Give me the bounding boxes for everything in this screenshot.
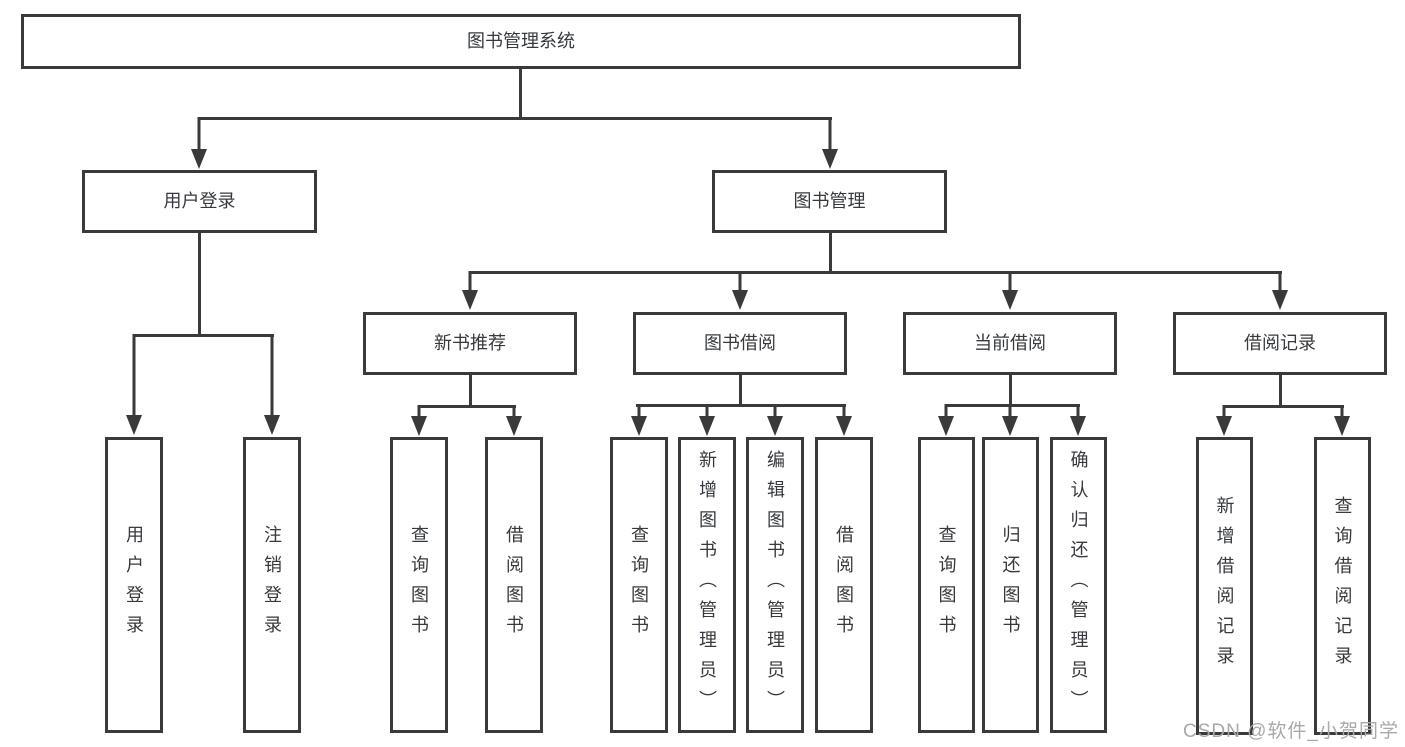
arrow-down-icon <box>631 404 647 436</box>
leaf-label: 编辑图书（管理员） <box>765 450 785 720</box>
arrow-down-icon <box>411 405 427 436</box>
leaf-borrow-edit-books-admin: 编辑图书（管理员） <box>746 437 804 733</box>
arrow-down-icon <box>822 117 838 169</box>
arrow-down-icon <box>767 404 783 436</box>
arrow-down-icon <box>1334 405 1350 436</box>
node-borrow-record: 借阅记录 <box>1173 312 1387 375</box>
node-root-system: 图书管理系统 <box>21 14 1021 69</box>
connector-hline <box>636 404 846 407</box>
watermark: CSDN @软件_小贺同学 <box>1183 721 1399 742</box>
leaf-newbook-query-books: 查询图书 <box>390 437 448 733</box>
leaf-label: 查询图书 <box>629 525 649 645</box>
leaf-record-add-borrow-record: 新增借阅记录 <box>1196 437 1253 735</box>
node-label: 借阅记录 <box>1244 332 1316 353</box>
arrow-down-icon <box>836 404 852 436</box>
connector-vline <box>198 233 201 336</box>
leaf-label: 新增借阅记录 <box>1214 496 1235 676</box>
connector-vline <box>829 233 832 273</box>
node-label: 图书借阅 <box>704 332 776 353</box>
connector-hline <box>418 405 516 408</box>
node-label: 图书管理 <box>793 190 866 211</box>
node-label: 新书推荐 <box>434 332 506 353</box>
arrow-down-icon <box>1272 271 1288 310</box>
leaf-user-login: 用户登录 <box>105 437 163 733</box>
node-book-management: 图书管理 <box>712 170 947 233</box>
leaf-borrow-query-books: 查询图书 <box>610 437 668 733</box>
connector-vline <box>1279 375 1282 407</box>
leaf-label: 注销登录 <box>262 525 282 645</box>
arrow-down-icon <box>699 404 715 436</box>
connector-vline <box>739 375 742 406</box>
arrow-down-icon <box>1002 271 1018 310</box>
leaf-newbook-borrow-books: 借阅图书 <box>485 437 543 733</box>
node-new-book-recommend: 新书推荐 <box>363 312 577 375</box>
leaf-label: 借阅图书 <box>504 525 524 645</box>
leaf-borrow-borrow-books: 借阅图书 <box>815 437 873 733</box>
leaf-current-confirm-return-admin: 确认归还（管理员） <box>1050 437 1107 733</box>
node-current-borrow: 当前借阅 <box>903 312 1117 375</box>
arrow-down-icon <box>126 334 142 435</box>
arrow-down-icon <box>1070 404 1086 436</box>
leaf-label: 借阅图书 <box>834 525 854 645</box>
arrow-down-icon <box>732 271 748 310</box>
node-label: 当前借阅 <box>974 332 1046 353</box>
leaf-current-query-books: 查询图书 <box>918 437 975 733</box>
arrow-down-icon <box>264 334 280 435</box>
connector-hline <box>198 117 832 120</box>
arrow-down-icon <box>938 404 954 436</box>
leaf-label: 查询借阅记录 <box>1332 496 1353 676</box>
leaf-label: 查询图书 <box>409 525 429 645</box>
connector-vline <box>519 69 522 118</box>
arrow-down-icon <box>506 405 522 436</box>
leaf-record-query-borrow-record: 查询借阅记录 <box>1314 437 1371 735</box>
leaf-current-return-books: 归还图书 <box>982 437 1039 733</box>
leaf-borrow-add-books-admin: 新增图书（管理员） <box>678 437 736 733</box>
leaf-label: 确认归还（管理员） <box>1068 450 1089 720</box>
leaf-label: 用户登录 <box>124 525 144 645</box>
arrow-down-icon <box>191 117 207 169</box>
node-label: 图书管理系统 <box>467 30 575 51</box>
leaf-logout-login: 注销登录 <box>243 437 301 733</box>
leaf-label: 归还图书 <box>1000 525 1021 645</box>
leaf-label: 查询图书 <box>936 525 957 645</box>
connector-vline <box>1009 375 1012 406</box>
connector-hline <box>133 334 274 337</box>
node-user-login: 用户登录 <box>82 170 317 233</box>
connector-vline <box>469 375 472 408</box>
arrow-down-icon <box>1002 404 1018 436</box>
connector-hline <box>1223 405 1344 408</box>
leaf-label: 新增图书（管理员） <box>697 450 717 720</box>
arrow-down-icon <box>462 271 478 310</box>
node-label: 用户登录 <box>163 190 236 211</box>
connector-hline <box>469 271 1282 274</box>
arrow-down-icon <box>1216 405 1232 436</box>
node-book-borrow: 图书借阅 <box>633 312 847 375</box>
